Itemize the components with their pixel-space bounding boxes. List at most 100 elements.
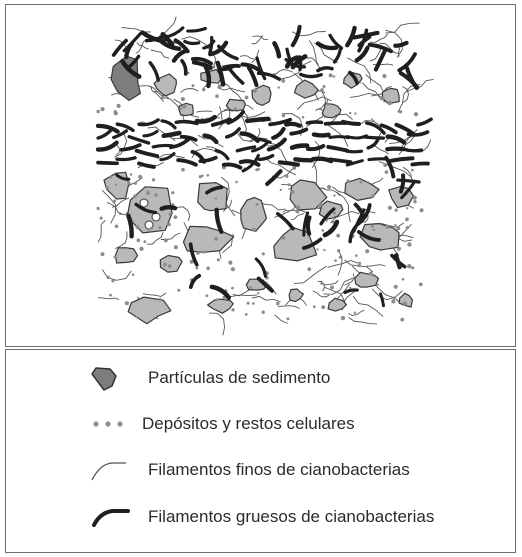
legend-label-deposits: Depósitos y restos celulares [142,414,355,434]
deposit-dot [321,229,324,232]
deposit-dot [139,247,143,251]
deposit-dot [349,287,351,289]
deposit-dot [339,256,342,259]
deposit-dot [365,249,369,253]
deposit-dot [318,203,322,207]
deposit-dot [174,215,178,219]
thin-filament [151,50,169,58]
thick-filament [343,122,359,124]
deposit-dot [393,296,396,299]
thin-filament [278,306,299,309]
thin-filament [209,313,225,335]
thick-filament [98,163,117,164]
deposit-dot [146,191,150,195]
deposit-dot [136,225,140,229]
deposit-dot [399,110,402,113]
thick-filament [182,61,186,74]
thick-filament [387,149,403,150]
thick-filament [347,136,366,138]
thick-filament [98,126,118,132]
thick-filament [301,74,322,76]
deposit-dot [252,302,255,305]
thick-filament [256,259,265,276]
thin-filament [252,296,281,302]
deposit-dot [278,86,280,88]
thin-filament [102,270,131,281]
deposit-dot [168,264,172,268]
thick-filament [274,43,279,56]
thick-filament [381,294,384,306]
thin-filament [275,70,293,75]
thin-filament [349,318,378,324]
deposit-dot [320,88,324,92]
thick-filament [144,131,157,136]
thin-filament [348,310,364,315]
thick-filament [185,41,199,43]
deposit-dot [337,249,340,252]
deposit-dot [373,229,376,232]
thick-filament [259,156,272,160]
deposit-dot [206,294,209,297]
deposit-dot [382,74,386,78]
thick-filament [176,122,197,124]
deposit-dot [135,316,137,318]
deposit-dot [346,179,349,182]
deposit-dot [290,190,294,194]
deposit-dot [114,111,118,115]
deposit-dot [253,89,257,93]
thick-filament [128,216,131,237]
thick-filament [388,137,405,143]
sediment-particles-layer [104,56,414,324]
legend-panel: Partículas de sedimento Depósitos y rest… [5,349,516,553]
thin-filament [98,298,119,300]
legend-item-sediment: Partículas de sedimento [6,362,515,392]
deposit-dot [143,240,146,243]
microbial-mat-illustration [6,5,515,346]
deposit-dot [302,116,305,119]
thin-filament [291,214,304,220]
thick-filament [376,50,385,70]
deposit-dot [195,267,198,270]
sediment-particle [116,248,138,263]
deposit-dot [419,283,423,287]
thick-filament [335,50,341,62]
sediment-particle [355,272,379,287]
deposit-dot [150,227,153,230]
deposit-dot [323,249,325,251]
thin-filament [328,261,359,268]
deposit-dot [281,79,285,83]
deposit-dot [181,168,185,172]
thick-filament [418,119,431,125]
thick-filament [269,140,285,150]
deposit-dot [285,175,288,178]
thin-filament [312,141,320,168]
deposit-dot [161,96,165,100]
thick-filament [308,146,323,149]
deposit-dot [256,203,259,206]
thick-filament [249,68,257,86]
thick-filament [117,124,133,130]
deposit-dot [109,176,112,179]
deposit-dot [371,195,375,199]
deposit-dot [313,305,316,308]
thick-filaments-layer [98,27,431,306]
thick-filament [369,159,386,160]
deposit-dot [132,274,135,277]
deposit-dot [231,267,235,271]
thin-filament [115,231,127,248]
deposit-dot [245,96,249,100]
thin-filament [161,233,181,240]
deposit-dot [207,174,210,177]
thick-filament [210,38,212,53]
deposit-dot [282,236,286,240]
thin-filament [366,265,385,266]
deposit-dot [280,189,282,191]
thin-filament [112,198,129,207]
deposit-dot [100,107,104,111]
thick-filament [164,133,180,136]
thick-filament [171,140,188,148]
deposit-dot [359,262,362,265]
deposit-dot [413,196,417,200]
thick-filament [227,129,240,137]
thick-filament [391,158,413,161]
